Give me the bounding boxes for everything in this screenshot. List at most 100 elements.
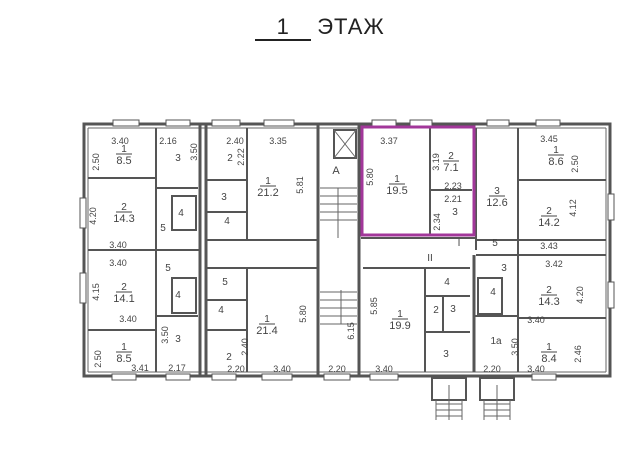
room-labels: 18.5214.3121.2119.527.1312.618.6214.2214… — [88, 134, 585, 374]
floor-number: 1 — [255, 15, 312, 41]
room-number: 1а — [490, 336, 502, 347]
dimension-label: 2.20 — [483, 364, 501, 374]
dimension-label: 3.43 — [540, 241, 558, 251]
room-area: 21.2 — [257, 187, 278, 199]
dimension-label: 2.40 — [226, 136, 244, 146]
room-number: 2 — [433, 305, 439, 316]
dimension-label-vertical: 5.85 — [369, 297, 379, 315]
room-area: 8.5 — [116, 155, 131, 167]
dimension-label-vertical: 2.22 — [236, 148, 246, 166]
room-number: 3 — [175, 334, 181, 345]
dimension-label-vertical: 2.50 — [570, 155, 580, 173]
room-number: 4 — [175, 290, 181, 301]
dimension-label: 3.40 — [273, 364, 291, 374]
room-number: 5 — [165, 263, 171, 274]
dimension-label: 3.40 — [527, 364, 545, 374]
room-number: 3 — [452, 207, 458, 218]
room-number: 1 — [121, 342, 127, 353]
room-number: 3 — [221, 192, 227, 203]
room-area: 8.4 — [541, 353, 556, 365]
dimension-label-vertical: 4.20 — [88, 207, 98, 225]
highlighted-apartment — [360, 125, 476, 237]
room-number: 1 — [121, 144, 127, 155]
room-number: 4 — [490, 287, 496, 298]
room-number: 1 — [553, 145, 559, 156]
dimension-label-vertical: 3.50 — [510, 338, 520, 356]
room-number: 1 — [394, 174, 400, 185]
dimension-label-vertical: 2.50 — [93, 350, 103, 368]
room-number: 2 — [121, 282, 127, 293]
dimension-label-vertical: 3.19 — [431, 153, 441, 171]
dimension-label-vertical: 5.80 — [365, 168, 375, 186]
walls — [82, 122, 612, 378]
dimension-label: 2.23 — [444, 181, 462, 191]
dimension-label: 3.40 — [527, 315, 545, 325]
dimension-label: 3.42 — [545, 259, 563, 269]
dimension-label-vertical: 2.34 — [432, 213, 442, 231]
room-area: 8.6 — [548, 156, 563, 168]
room-area: 8.5 — [116, 353, 131, 365]
room-area: 14.2 — [538, 217, 559, 229]
room-area: 7.1 — [443, 162, 458, 174]
room-area: 14.1 — [113, 293, 134, 305]
dimension-label-vertical: 6.15 — [346, 322, 356, 340]
room-number: 1 — [546, 342, 552, 353]
room-number: 2 — [546, 206, 552, 217]
room-number: 4 — [218, 305, 224, 316]
room-area: 19.5 — [386, 185, 407, 197]
room-area: 19.9 — [389, 320, 410, 332]
dimension-label: 2.20 — [227, 364, 245, 374]
room-number: 1 — [264, 314, 270, 325]
room-number: 5 — [492, 238, 498, 249]
dimension-label-vertical: 3.50 — [189, 143, 199, 161]
room-number: 2 — [226, 352, 232, 363]
room-number: 3 — [501, 263, 507, 274]
dimension-label-vertical: 5.80 — [298, 305, 308, 323]
room-number: 2 — [546, 285, 552, 296]
dimension-label: 3.41 — [131, 363, 149, 373]
entrance-porches — [431, 377, 515, 420]
dimension-label: 2.17 — [168, 363, 186, 373]
dimension-label: 3.40 — [111, 136, 129, 146]
room-number: 2 — [448, 151, 454, 162]
dimension-label: 3.45 — [540, 134, 558, 144]
dimension-label-vertical: 4.20 — [575, 286, 585, 304]
room-area: 12.6 — [486, 197, 507, 209]
room-number: 4 — [178, 208, 184, 219]
room-number: 4 — [444, 277, 450, 288]
windows — [79, 119, 615, 381]
dimension-label-vertical: 4.12 — [568, 199, 578, 217]
room-number: 3 — [443, 349, 449, 360]
floor-label: ЭТАЖ — [317, 14, 385, 39]
room-area: 14.3 — [113, 213, 134, 225]
dimension-label-vertical: 4.15 — [91, 283, 101, 301]
room-number: 3 — [450, 304, 456, 315]
dimension-label: 3.35 — [269, 136, 287, 146]
room-area: 21.4 — [256, 325, 277, 337]
elevator-shaft — [333, 129, 357, 159]
room-number: 5 — [222, 277, 228, 288]
stairwell-label-a: А — [332, 165, 340, 177]
room-number: 3 — [175, 153, 181, 164]
dimension-label: 3.37 — [380, 136, 398, 146]
dimension-label-vertical: 2.40 — [240, 338, 250, 356]
dimension-label: 2.20 — [328, 364, 346, 374]
stairs-lower — [320, 290, 357, 325]
room-number: 5 — [160, 223, 166, 234]
dimension-label: 2.21 — [444, 194, 462, 204]
room-number: 3 — [494, 186, 500, 197]
dimension-label-vertical: 2.50 — [91, 153, 101, 171]
dimension-label-vertical: 2.46 — [573, 345, 583, 363]
dimension-label-vertical: 5.81 — [295, 176, 305, 194]
room-number: 2 — [121, 202, 127, 213]
dimension-label-vertical: 3.50 — [160, 326, 170, 344]
dimension-label: 3.40 — [119, 314, 137, 324]
dimension-label: 3.40 — [109, 258, 127, 268]
room-number: 2 — [227, 153, 233, 164]
dimension-label: 2.16 — [159, 136, 177, 146]
dimension-label: 3.40 — [109, 240, 127, 250]
dimension-label: 3.40 — [375, 364, 393, 374]
room-area: 14.3 — [538, 296, 559, 308]
